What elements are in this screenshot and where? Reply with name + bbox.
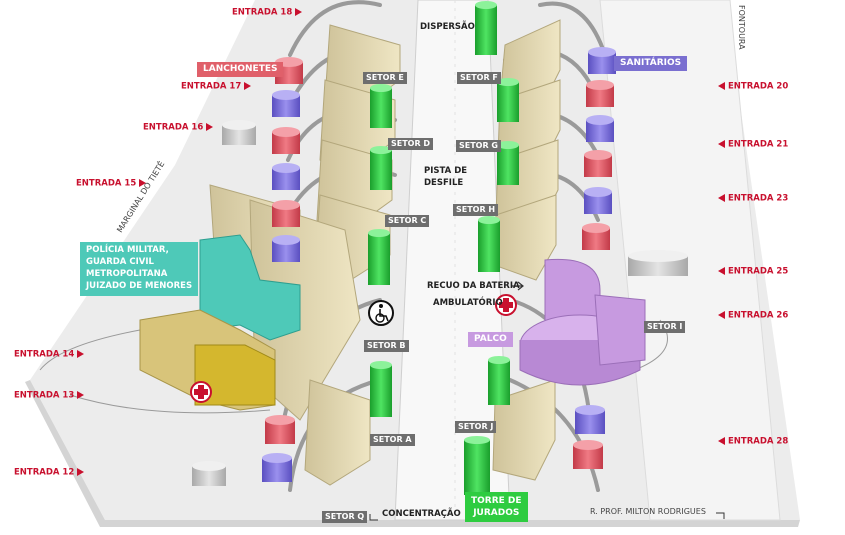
perimeter-line-left bbox=[69, 394, 271, 414]
pista-desfile-label: PISTA DE DESFILE bbox=[424, 166, 468, 189]
ambulatorio-cross-right bbox=[495, 294, 517, 316]
kiosk-cylinders bbox=[192, 47, 688, 486]
entrada-18-label: ENTRADA 18 bbox=[232, 8, 303, 17]
fontoura-street-label: FONTOURA bbox=[737, 5, 746, 50]
wheelchair-icon bbox=[368, 300, 394, 326]
setor-g-tag: SETOR G bbox=[456, 140, 501, 152]
entrada-21-label: ENTRADA 21 bbox=[718, 140, 788, 149]
perimeter-line-left2 bbox=[39, 329, 141, 371]
milton-street-label: R. PROF. MILTON RODRIGUES bbox=[590, 507, 706, 516]
dispersao-label: DISPERSÃO bbox=[420, 22, 475, 32]
setor-c-tag: SETOR C bbox=[385, 215, 430, 227]
green-towers bbox=[368, 1, 519, 495]
ambulatorio-label: AMBULATÓRIO bbox=[433, 298, 503, 308]
setor-q-tag: SETOR Q bbox=[322, 511, 368, 523]
entrada-14-label: ENTRADA 14 bbox=[14, 350, 85, 359]
entrada-23-label: ENTRADA 23 bbox=[718, 194, 788, 203]
palco-badge: PALCO bbox=[468, 332, 513, 347]
setor-d-tag: SETOR D bbox=[388, 138, 434, 150]
setor-e-tag: SETOR E bbox=[363, 72, 407, 84]
setor-f-tag: SETOR F bbox=[457, 72, 501, 84]
concentracao-bracket bbox=[369, 514, 378, 521]
entrada-17-label: ENTRADA 17 bbox=[181, 82, 252, 91]
palco-stage bbox=[519, 258, 646, 386]
recuo-arrow bbox=[512, 281, 524, 291]
milton-bracket bbox=[716, 512, 725, 519]
setor-i-tag: SETOR I bbox=[644, 321, 686, 333]
sanitarios-badge: SANITÁRIOS bbox=[614, 56, 688, 71]
entrada-15-label: ENTRADA 15 bbox=[76, 179, 147, 188]
entrada-26-label: ENTRADA 26 bbox=[718, 311, 788, 320]
torre-jurados-badge: TORRE DE JURADOS bbox=[465, 492, 528, 523]
concentracao-label: CONCENTRAÇÃO bbox=[382, 509, 461, 519]
entrada-12-label: ENTRADA 12 bbox=[14, 468, 85, 477]
ambulatorio-cross-left bbox=[190, 381, 212, 403]
setor-j-tag: SETOR J bbox=[455, 421, 497, 433]
setor-a-tag: SETOR A bbox=[370, 434, 415, 446]
entrada-20-label: ENTRADA 20 bbox=[718, 82, 788, 91]
entrada-16-label: ENTRADA 16 bbox=[143, 123, 214, 132]
recuo-bateria-label: RECUO DA BATERIA bbox=[427, 281, 520, 291]
policia-badge: POLÍCIA MILITAR, GUARDA CIVIL METROPOLIT… bbox=[80, 242, 199, 296]
entrada-28-label: ENTRADA 28 bbox=[718, 437, 788, 446]
setor-b-tag: SETOR B bbox=[364, 340, 409, 352]
lanchonetes-badge: LANCHONETES bbox=[197, 62, 284, 77]
entrada-25-label: ENTRADA 25 bbox=[718, 267, 788, 276]
entrada-13-label: ENTRADA 13 bbox=[14, 391, 85, 400]
setor-h-tag: SETOR H bbox=[453, 204, 499, 216]
